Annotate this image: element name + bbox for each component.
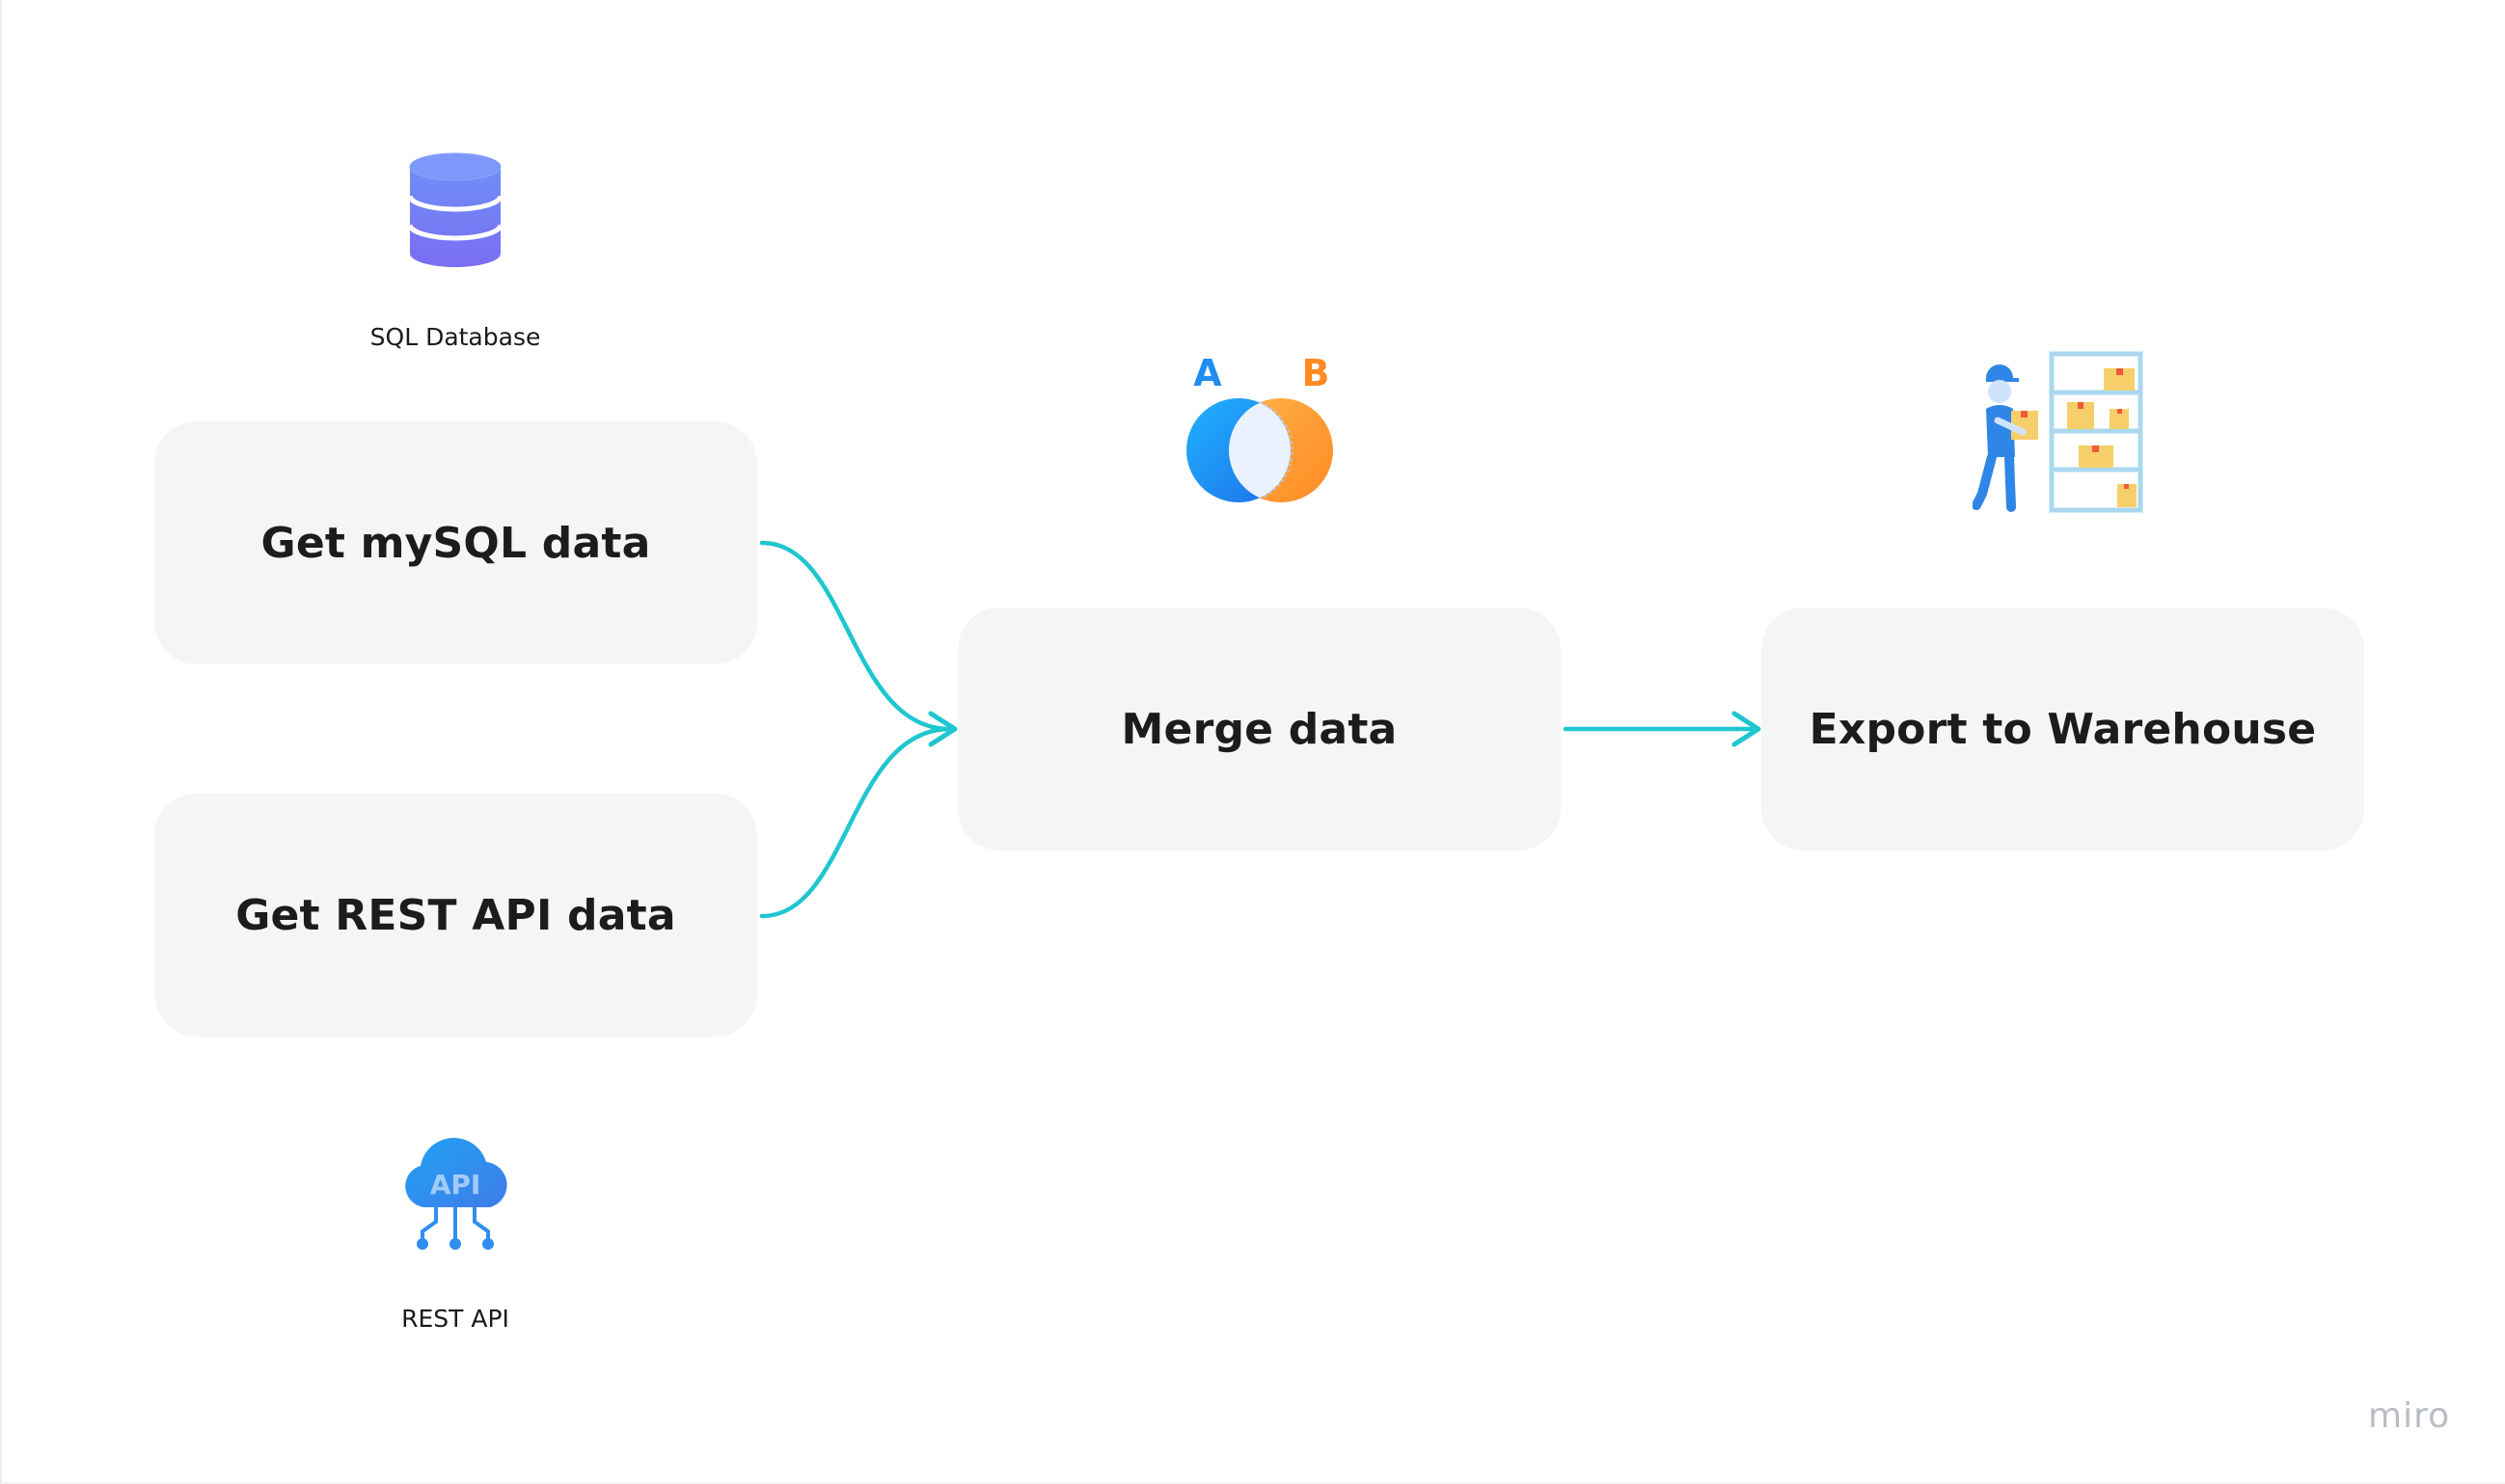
node-merge-data[interactable]: Merge data	[958, 607, 1561, 850]
caption-rest-api: REST API	[401, 1305, 509, 1333]
node-export-to-warehouse[interactable]: Export to Warehouse	[1761, 607, 2364, 850]
svg-text:B: B	[1302, 352, 1330, 394]
miro-watermark-logo: miro	[2368, 1396, 2451, 1436]
arrowhead-export	[1731, 711, 1761, 747]
arrowhead-merge	[928, 711, 958, 747]
warehouse-worker-icon[interactable]	[1972, 349, 2148, 515]
caption-sql-database: SQL Database	[369, 323, 541, 351]
canvas-left-border	[0, 0, 2, 1484]
node-label: Merge data	[1121, 704, 1398, 754]
connector-rest-to-merge[interactable]	[759, 726, 953, 919]
node-get-rest-api-data[interactable]: Get REST API data	[154, 794, 757, 1037]
database-icon[interactable]	[405, 149, 506, 273]
svg-text:API: API	[430, 1169, 481, 1201]
connector-mysql-to-merge[interactable]	[759, 540, 953, 732]
node-label: Get mySQL data	[260, 518, 651, 568]
svg-text:A: A	[1193, 352, 1222, 394]
node-label: Export to Warehouse	[1809, 704, 2317, 754]
node-label: Get REST API data	[235, 890, 676, 940]
cloud-api-icon[interactable]: API	[395, 1130, 516, 1254]
venn-merge-icon[interactable]: A B	[1179, 352, 1338, 511]
node-get-mysql-data[interactable]: Get mySQL data	[154, 421, 757, 664]
canvas-bottom-border	[0, 1482, 2505, 1484]
